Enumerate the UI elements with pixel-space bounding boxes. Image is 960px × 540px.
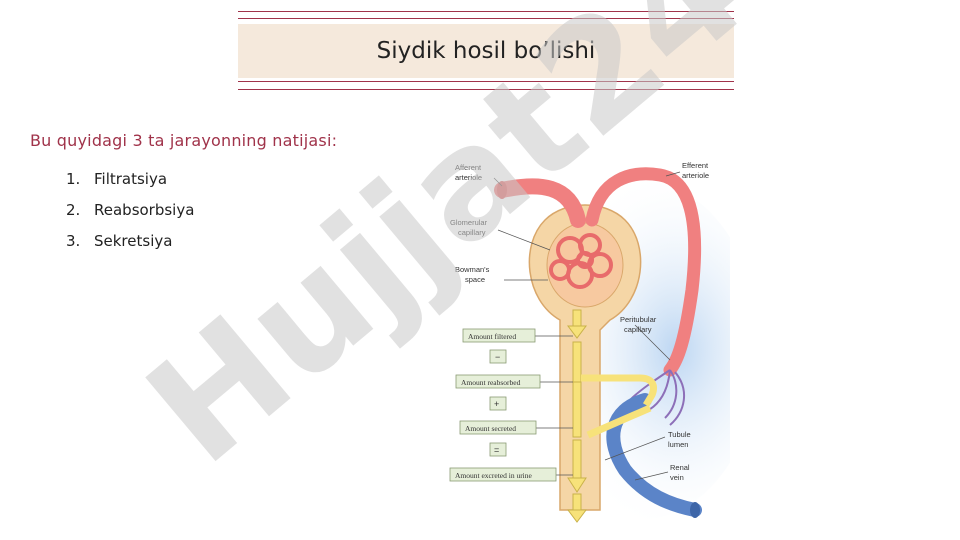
box-equals-text: = — [494, 445, 499, 455]
peritubular-label-2: capillary — [624, 325, 652, 334]
slide-title: Siydik hosil bo’lishi — [376, 38, 596, 64]
title-rule-bottom-1 — [238, 81, 734, 82]
afferent-opening — [497, 181, 507, 199]
title-rule-bottom-2 — [238, 89, 734, 90]
bowman-label-1: Bowman's — [455, 265, 490, 274]
efferent-label-2: arteriole — [682, 171, 709, 180]
renal-label-1: Renal — [670, 463, 690, 472]
list-number: 2. — [66, 201, 81, 219]
bowman-label-2: space — [465, 275, 485, 284]
afferent-arteriole — [494, 178, 586, 228]
list-number: 3. — [66, 232, 81, 250]
list-label: Filtratsiya — [94, 170, 168, 188]
peritubular-label-1: Peritubular — [620, 315, 657, 324]
tubule-label-1: Tubule — [668, 430, 691, 439]
box-excreted-text: Amount excreted in urine — [455, 471, 533, 480]
title-rule-top-2 — [238, 18, 734, 19]
title-box: Siydik hosil bo’lishi — [238, 24, 734, 78]
list-number: 1. — [66, 170, 81, 188]
box-reabsorbed — [455, 374, 541, 389]
box-secreted-text: Amount secreted — [465, 424, 516, 433]
box-excreted — [449, 467, 557, 482]
box-secreted — [459, 420, 537, 435]
renal-vein-opening — [690, 502, 700, 518]
process-list: 1. Filtratsiya 2. Reabsorbsiya 3. Sekretsiy… — [66, 170, 194, 263]
title-band: Siydik hosil bo’lishi — [238, 8, 734, 94]
list-label: Sekretsiya — [94, 232, 173, 250]
leader-lines — [493, 171, 681, 481]
efferent-label-1: Efferent — [682, 161, 709, 170]
tubule-label-2: lumen — [668, 440, 688, 449]
renal-vein — [606, 393, 702, 517]
efferent-arteriole — [585, 167, 702, 377]
list-item: 3. Sekretsiya — [66, 232, 194, 263]
afferent-label-2: arteriole — [455, 173, 482, 182]
flow-arrows — [567, 309, 657, 523]
list-item: 1. Filtratsiya — [66, 170, 194, 201]
box-plus-text: + — [494, 399, 499, 409]
box-minus-text: − — [495, 352, 500, 362]
afferent-label-1: Afferent — [455, 163, 482, 172]
glomerular-label-2: capillary — [458, 228, 486, 237]
glomerular-label-1: Glomerular — [450, 218, 488, 227]
nephron-diagram: Afferent arteriole Efferent arteriole Gl… — [449, 161, 730, 523]
list-item: 2. Reabsorbsiya — [66, 201, 194, 232]
box-plus — [489, 396, 507, 411]
title-rule-top-1 — [238, 11, 734, 12]
renal-label-2: vein — [670, 473, 684, 482]
box-reabsorbed-text: Amount reabsorbed — [461, 378, 521, 387]
slide-subtitle: Bu quyidagi 3 ta jarayonning natijasi: — [30, 131, 338, 150]
glomerular-capillary — [549, 233, 613, 289]
box-equals — [489, 442, 507, 457]
box-minus — [489, 349, 507, 364]
box-filtered — [462, 328, 536, 343]
box-filtered-text: Amount filtered — [468, 332, 516, 341]
list-label: Reabsorbsiya — [94, 201, 195, 219]
